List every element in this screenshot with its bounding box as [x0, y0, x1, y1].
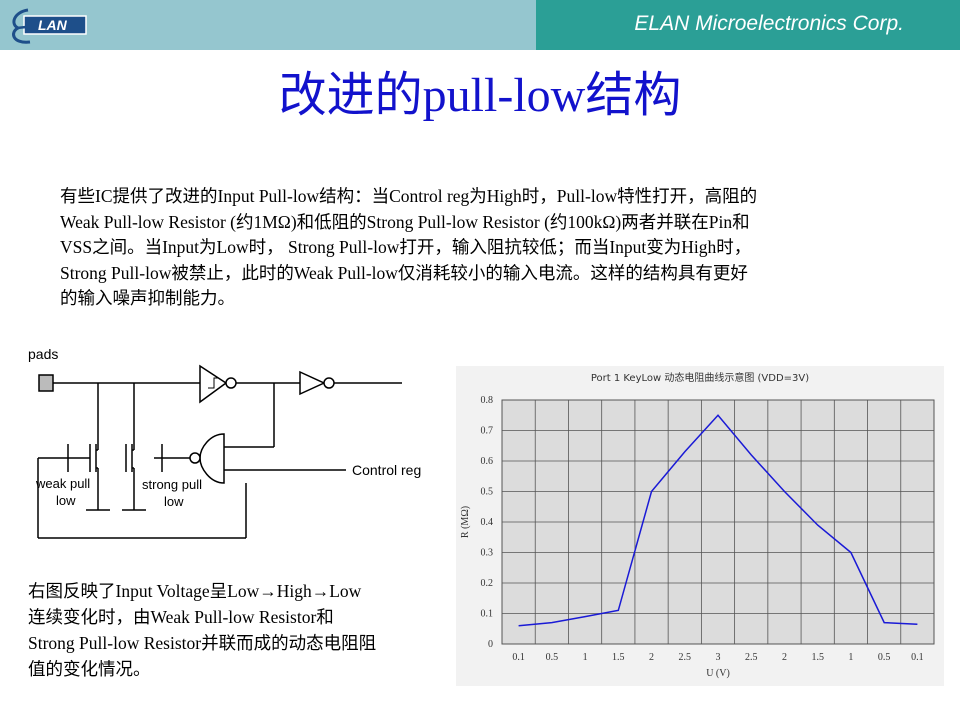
weak-pull-label-2: low [56, 493, 76, 508]
paragraph-line: VSS之间。当Input为Low时， Strong Pull-low打开，输入阻… [60, 237, 752, 257]
weak-pull-label: weak pull [35, 476, 90, 491]
y-axis-label: R (MΩ) [460, 506, 471, 538]
y-tick-label: 0.5 [481, 487, 494, 498]
paragraph-line: Strong Pull-low被禁止，此时的Weak Pull-low仅消耗较小… [60, 262, 748, 283]
paragraph-line: 的输入噪声抑制能力。 [60, 288, 235, 308]
x-tick-label: 2.5 [745, 652, 758, 663]
resistance-curve-chart: Port 1 KeyLow 动态电阻曲线示意图 (VDD=3V) 0 0.1 0.2… [456, 366, 944, 686]
chart-caption: 右图反映了Input Voltage呈Low→High→Low 连续变化时，由W… [28, 578, 458, 682]
x-tick-label: 1 [583, 652, 588, 663]
logo-text: LAN [38, 17, 68, 33]
description-paragraph: 有些IC提供了改进的Input Pull-low结构：当Control reg为… [60, 184, 920, 312]
x-tick-label: 3 [716, 652, 721, 663]
paragraph-line: Weak Pull-low Resistor (约1MΩ)和低阻的Strong … [60, 211, 750, 232]
x-tick-label: 2 [649, 652, 654, 663]
pad-icon [38, 374, 54, 392]
company-name: ELAN Microelectronics Corp. [634, 12, 904, 35]
header-bar-right [536, 0, 960, 50]
inverter-icon [299, 370, 326, 396]
caption-line: 连续变化时，由Weak Pull-low Resistor和 [28, 607, 334, 627]
paragraph-line: 有些IC提供了改进的Input Pull-low结构：当Control reg为… [60, 186, 758, 206]
chart-grid [502, 400, 934, 644]
x-axis-label: U (V) [706, 668, 730, 679]
x-tick-label: 0.1 [911, 652, 924, 663]
pull-low-circuit-diagram: weak pull low strong pull low Control re… [35, 364, 421, 539]
x-tick-label: 2.5 [679, 652, 692, 663]
y-tick-label: 0 [488, 639, 493, 650]
schmitt-buffer-icon [199, 364, 228, 404]
chart-title: Port 1 KeyLow 动态电阻曲线示意图 (VDD=3V) [591, 371, 809, 384]
resistance-series-line [518, 414, 918, 627]
x-tick-label: 1.5 [811, 652, 824, 663]
pads-label: pads [28, 346, 59, 362]
x-axis-ticks: 0.1 0.5 1 1.5 2 2.5 3 2.5 2 1.5 1 0.5 0.1 [512, 652, 923, 663]
x-tick-label: 1.5 [612, 652, 625, 663]
y-tick-label: 0.8 [481, 395, 494, 406]
y-axis-ticks: 0 0.1 0.2 0.3 0.4 0.5 0.6 0.7 0.8 [481, 395, 494, 650]
strong-pull-label-2: low [164, 494, 184, 509]
y-tick-label: 0.7 [481, 426, 494, 437]
y-tick-label: 0.3 [481, 548, 494, 559]
slide-title: 改进的pull-low结构 [278, 69, 682, 122]
caption-line: 值的变化情况。 [28, 659, 151, 679]
elan-logo-icon: LAN [12, 8, 87, 44]
y-tick-label: 0.4 [481, 517, 494, 528]
x-tick-label: 0.5 [878, 652, 891, 663]
y-tick-label: 0.2 [481, 578, 494, 589]
x-tick-label: 2 [782, 652, 787, 663]
nand-gate-icon [199, 433, 225, 484]
caption-line: 右图反映了Input Voltage呈Low→High→Low [28, 581, 362, 601]
y-tick-label: 0.1 [481, 609, 494, 620]
strong-pull-label: strong pull [142, 477, 202, 492]
y-tick-label: 0.6 [481, 456, 494, 467]
caption-line: Strong Pull-low Resistor并联而成的动态电阻阻 [28, 633, 377, 653]
control-reg-label: Control reg [352, 462, 421, 478]
x-tick-label: 0.1 [512, 652, 525, 663]
x-tick-label: 0.5 [546, 652, 559, 663]
x-tick-label: 1 [848, 652, 853, 663]
